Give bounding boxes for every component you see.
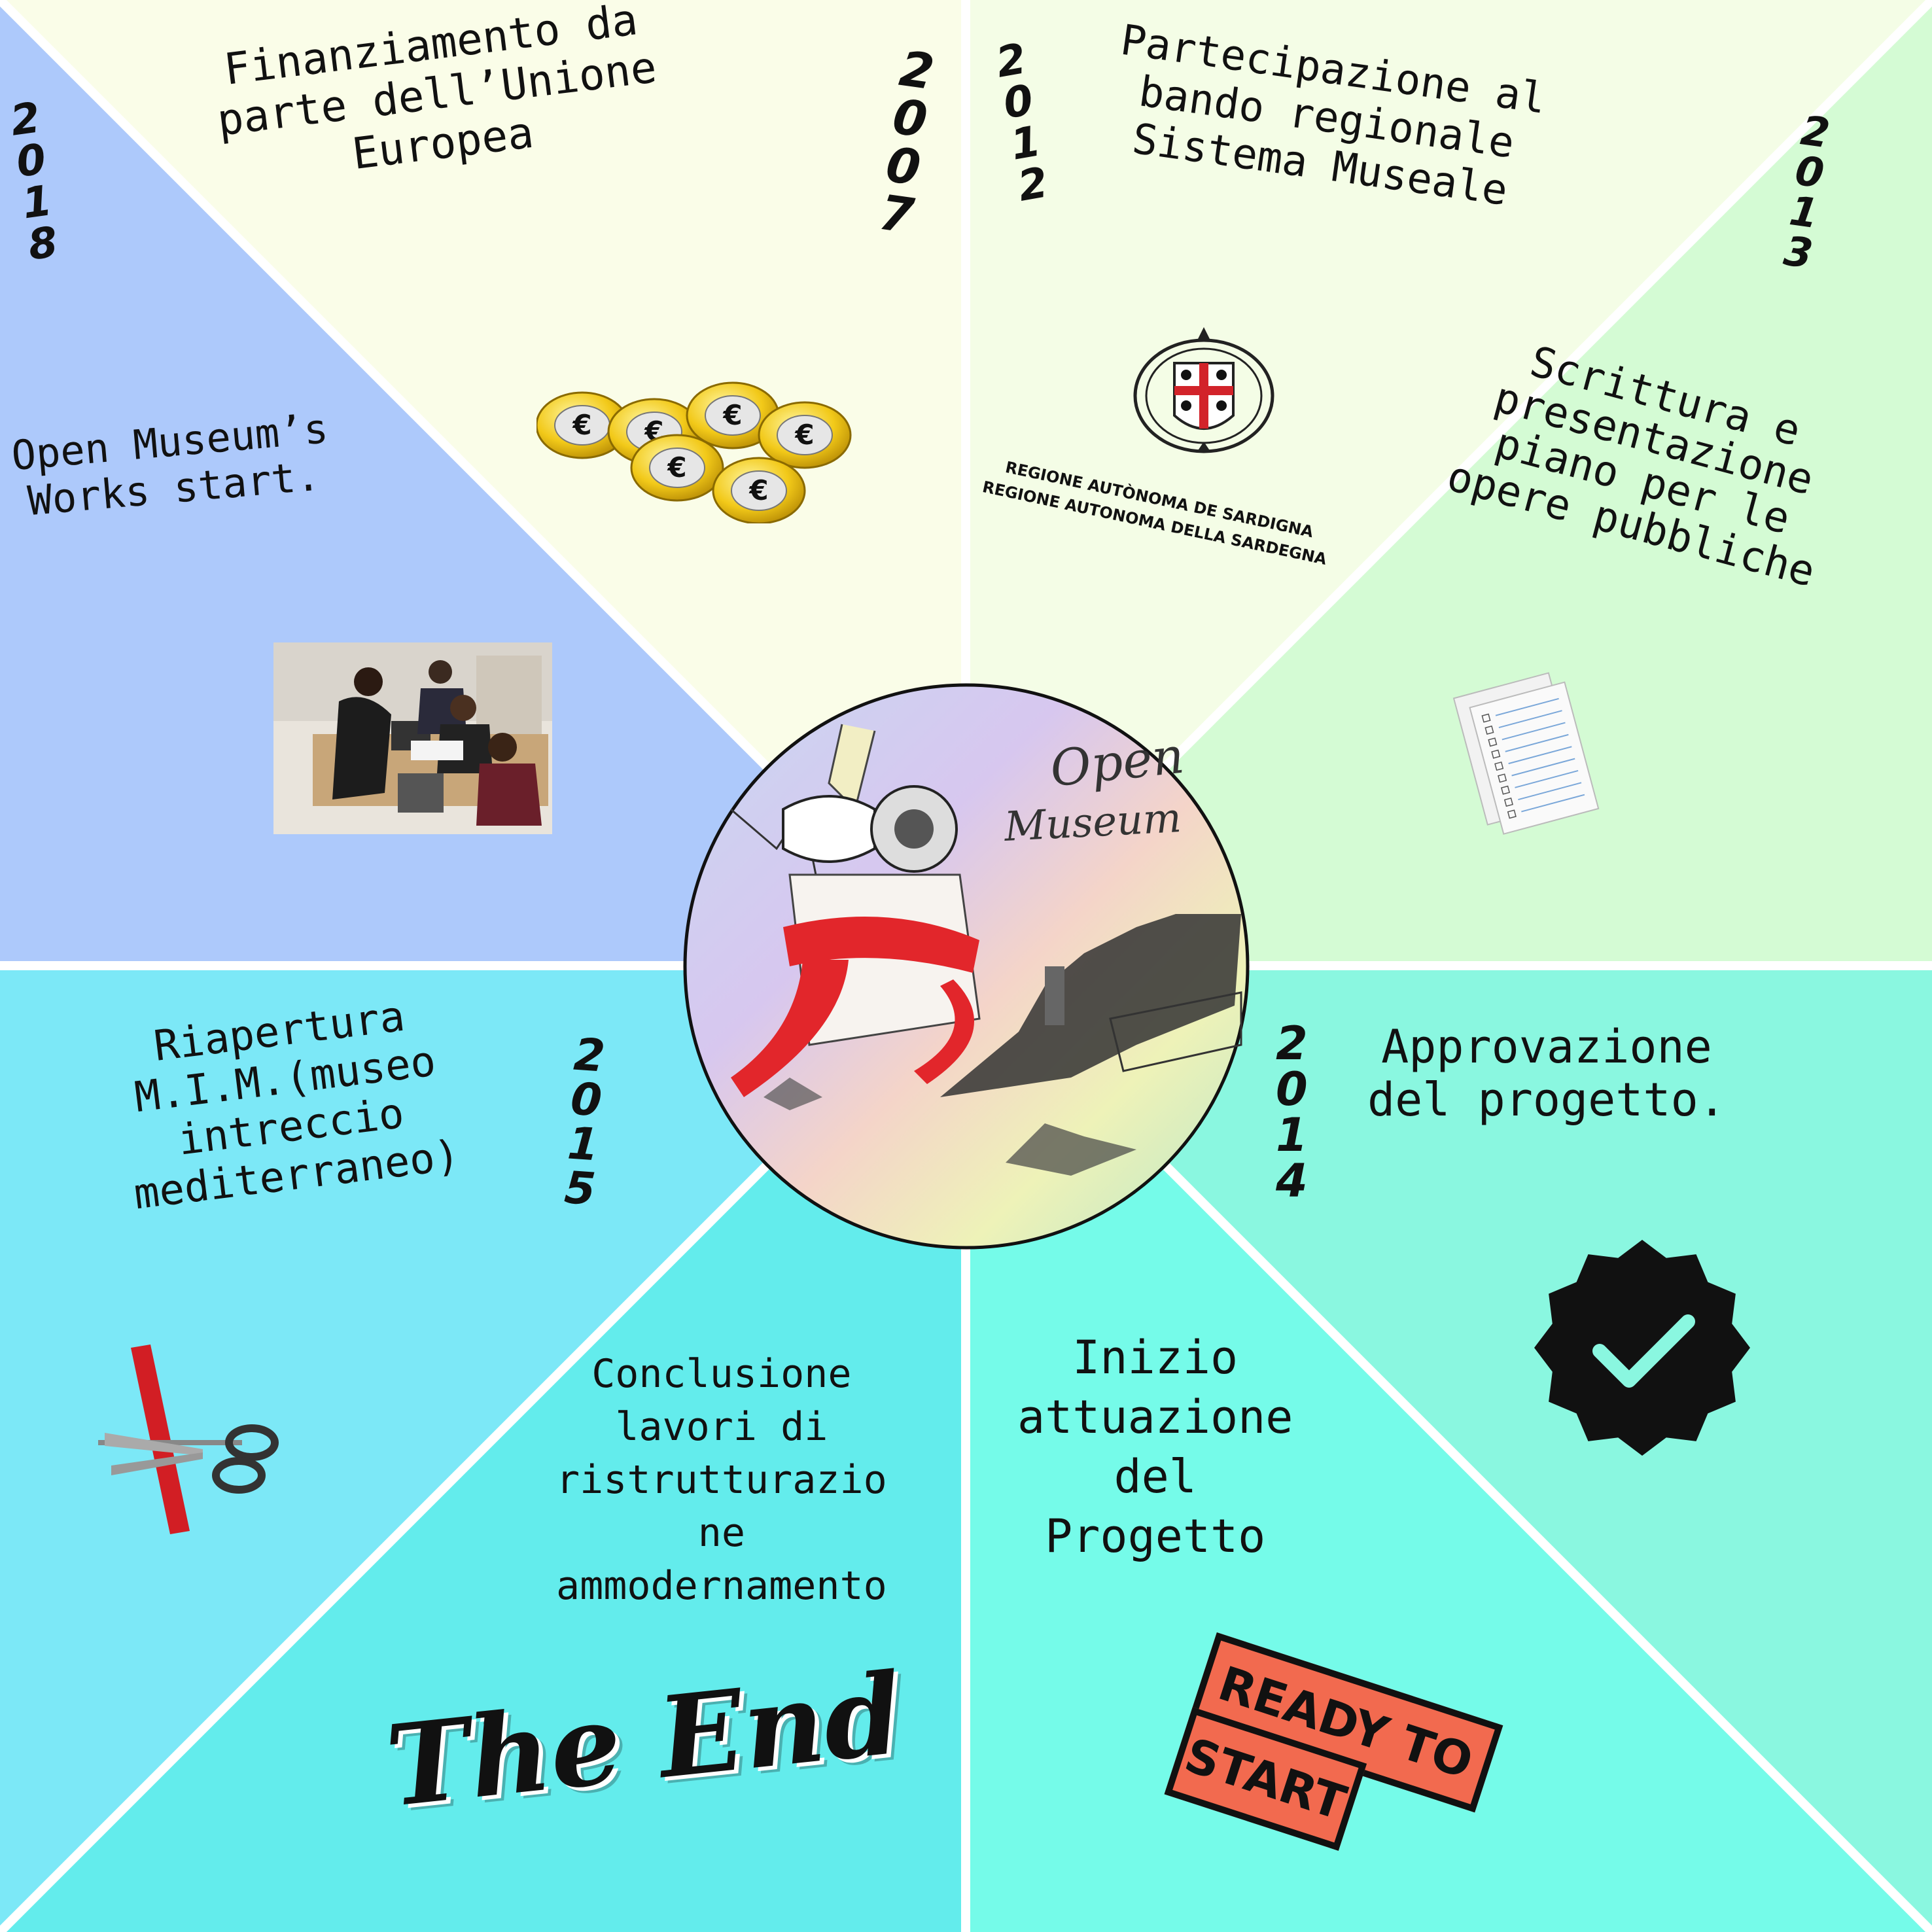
segment-2007-background [0,0,966,769]
euro-coin: € [536,391,629,459]
euro-coin: € [712,457,806,523]
segment-2012-background [966,0,1932,769]
segment-2016-text: Inizio attuazione del Progetto [1017,1331,1293,1563]
euro-coin: € [758,401,852,469]
segment-2017-background [0,1163,966,1932]
euro-coins-icon: €€€€€€ [536,381,852,523]
svg-text:€: € [667,451,686,483]
svg-text:€: € [748,474,768,506]
segment-2015-text: Riapertura M.I.M.(museo intreccio medite… [131,992,463,1220]
segment-2017-text: Conclusione lavori di ristrutturazio ne … [556,1351,887,1609]
center-title-line-2: Museum [1003,793,1183,851]
segment-2014-background [1163,966,1932,1932]
check-badge-icon [1534,1240,1750,1456]
open-museum-logo [683,683,1250,1250]
documents-icon [1452,672,1600,835]
segment-2013-background [1163,0,1932,966]
svg-text:€: € [572,409,591,441]
segment-2018-background [0,0,769,966]
svg-text:€: € [722,399,742,431]
sardinia-coat-of-arms-icon [1133,327,1274,453]
segment-2015-background [0,966,769,1932]
team-photo-icon [273,642,552,834]
scissors-ribbon-icon [98,1344,279,1534]
svg-text:€: € [794,419,814,451]
segment-2014-text: Approvazione del progetto. [1367,1020,1726,1127]
euro-coin: € [630,434,724,502]
